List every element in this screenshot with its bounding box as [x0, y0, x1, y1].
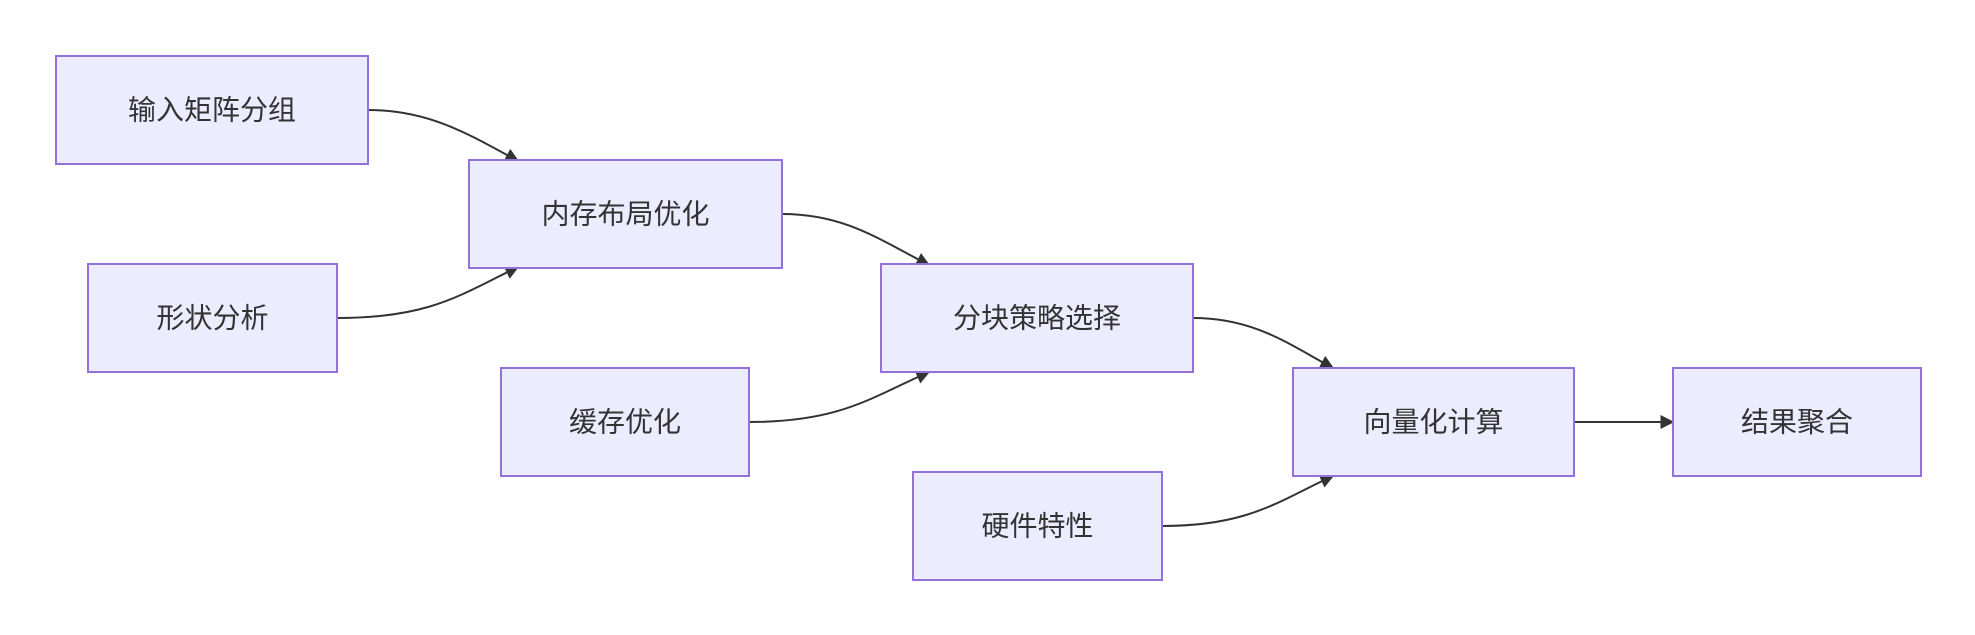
node-aggregate: 结果聚合 — [1672, 367, 1922, 477]
edge-hardware-to-vectorized — [1161, 474, 1335, 527]
node-memory-layout: 内存布局优化 — [468, 159, 783, 269]
node-vectorized: 向量化计算 — [1292, 367, 1575, 477]
node-cache-opt: 缓存优化 — [500, 367, 750, 477]
node-tiling-label: 分块策略选择 — [953, 302, 1121, 335]
edge-cache-opt-to-tiling — [748, 370, 931, 423]
node-hardware: 硬件特性 — [912, 471, 1163, 581]
node-vectorized-label: 向量化计算 — [1363, 406, 1503, 439]
node-aggregate-label: 结果聚合 — [1741, 406, 1853, 439]
edge-input-grouping-to-memory-layout — [367, 109, 520, 162]
node-input-grouping: 输入矩阵分组 — [55, 55, 369, 165]
edge-shape-analysis-to-memory-layout — [336, 266, 520, 319]
node-memory-layout-label: 内存布局优化 — [541, 198, 709, 231]
edge-memory-layout-to-tiling — [781, 213, 931, 266]
node-tiling: 分块策略选择 — [880, 263, 1194, 373]
node-shape-analysis-label: 形状分析 — [156, 302, 268, 335]
node-input-grouping-label: 输入矩阵分组 — [128, 94, 296, 127]
node-shape-analysis: 形状分析 — [87, 263, 338, 373]
edge-tiling-to-vectorized — [1192, 317, 1335, 369]
node-hardware-label: 硬件特性 — [981, 510, 1093, 543]
node-cache-opt-label: 缓存优化 — [569, 406, 681, 439]
